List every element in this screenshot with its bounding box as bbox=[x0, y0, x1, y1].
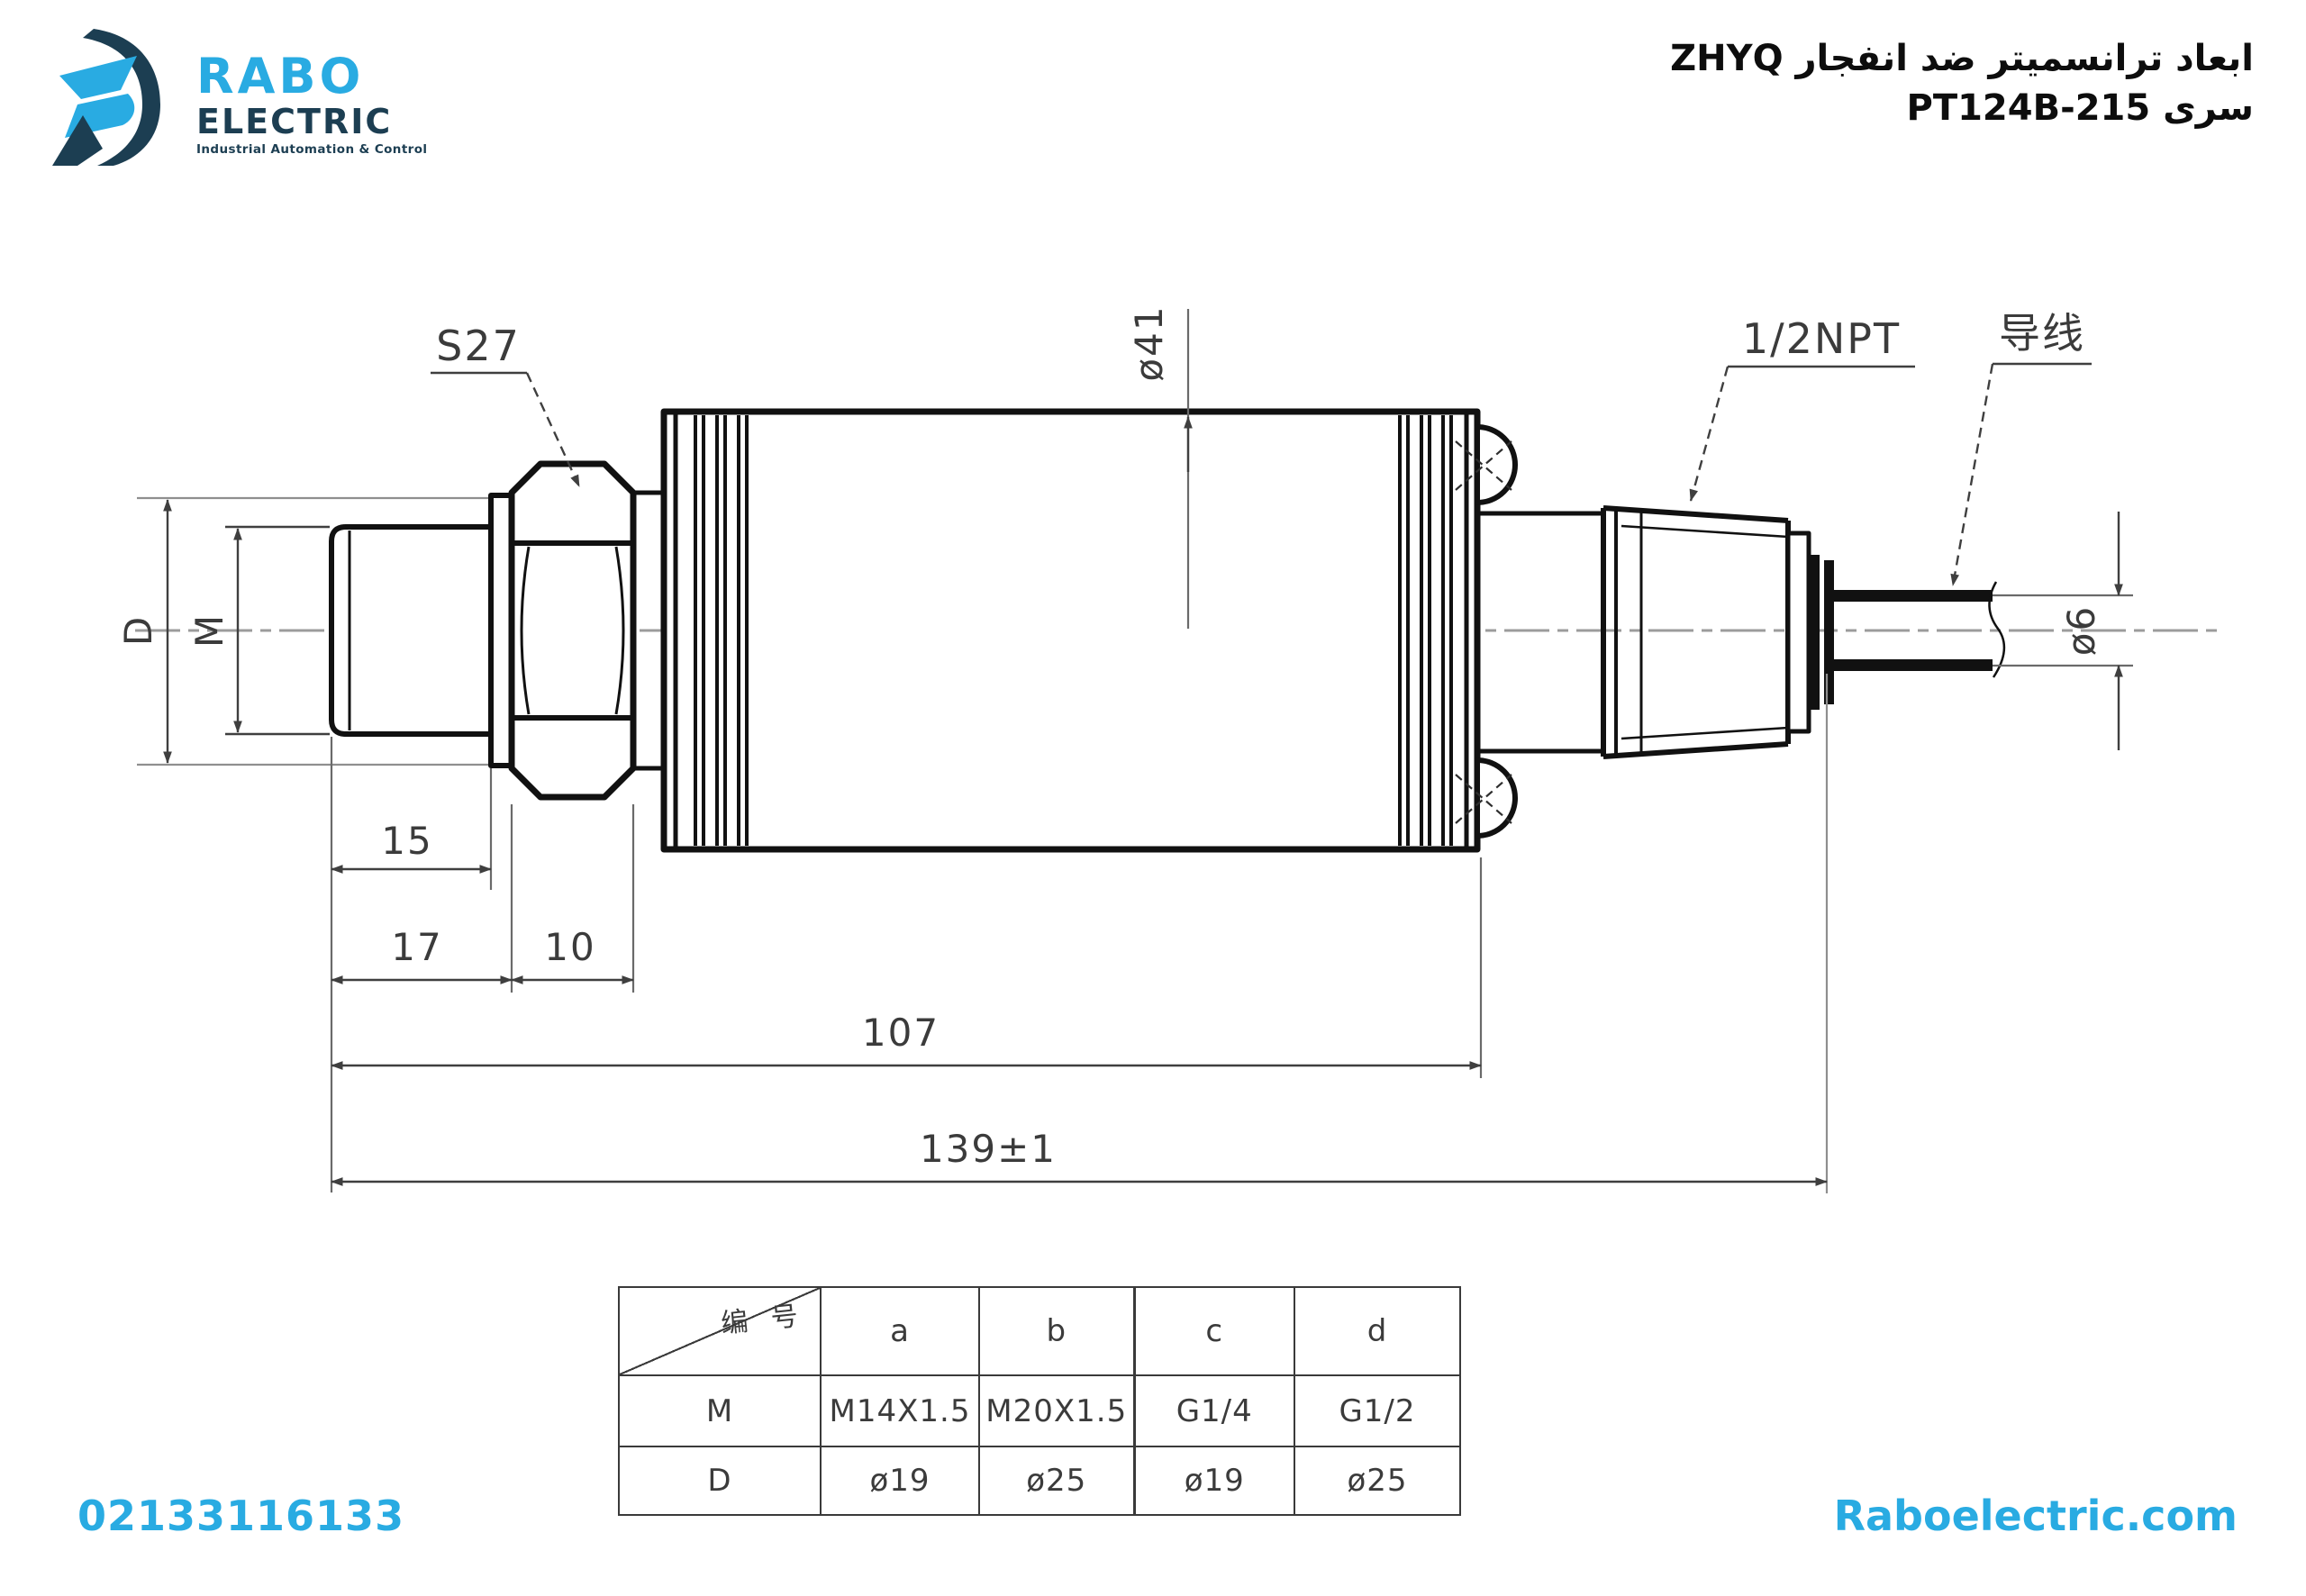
cell-m-c: G1/4 bbox=[1132, 1374, 1295, 1447]
spec-table: 编 号 a b c d M M14X1.5 M20X1.5 G1/4 G1/2 … bbox=[618, 1286, 1461, 1516]
row-label-m: M bbox=[618, 1374, 822, 1447]
table-col-c: c bbox=[1132, 1286, 1295, 1376]
cell-d-c: ø19 bbox=[1132, 1446, 1295, 1516]
cell-m-d: G1/2 bbox=[1294, 1374, 1461, 1447]
logo: RABO ELECTRIC Industrial Automation & Co… bbox=[47, 20, 427, 171]
process-thread-plug bbox=[329, 524, 494, 737]
dim-107: 107 bbox=[331, 1011, 1482, 1070]
dim-17: 17 bbox=[331, 925, 513, 984]
title-line-2: سری PT124B-215 bbox=[1906, 87, 2255, 130]
gland-ring bbox=[1824, 560, 1834, 704]
cap-screw-top bbox=[1455, 424, 1518, 505]
dim-139: 139±1 bbox=[331, 1127, 1828, 1186]
dim-10: 10 bbox=[511, 925, 634, 984]
gland-ring bbox=[1811, 555, 1820, 710]
main-cylinder bbox=[660, 408, 1481, 853]
dim-dia41: ø41 bbox=[1127, 304, 1193, 629]
cap-screw-bottom bbox=[1455, 757, 1518, 839]
callout-s27: S27 bbox=[431, 322, 581, 487]
cell-m-a: M14X1.5 bbox=[820, 1374, 980, 1447]
logo-text: RABO ELECTRIC Industrial Automation & Co… bbox=[196, 52, 427, 157]
dim-label-M: M bbox=[187, 613, 232, 648]
page-title: ابعاد ترانسمیتر ضد انفجار ZHYQ سری PT124… bbox=[1670, 34, 2254, 133]
dim-M: M bbox=[187, 525, 330, 736]
table-row-d: D ø19 ø25 ø19 ø25 bbox=[618, 1446, 1461, 1516]
gland-stub bbox=[1785, 530, 1811, 734]
dim-label-139: 139±1 bbox=[920, 1127, 1057, 1171]
callout-label-wire: 导线 bbox=[1999, 309, 2085, 358]
row-label-d: D bbox=[618, 1446, 822, 1516]
logo-tagline: Industrial Automation & Control bbox=[196, 142, 428, 157]
cylinder-grooves bbox=[673, 413, 1469, 848]
table-col-a: a bbox=[820, 1286, 980, 1376]
callout-label-npt: 1/2NPT bbox=[1742, 314, 1901, 363]
logo-brand: RABO bbox=[196, 48, 365, 104]
cable bbox=[1834, 581, 2133, 678]
callout-npt: 1/2NPT bbox=[1689, 314, 1915, 502]
phone-number: 02133116133 bbox=[77, 1492, 405, 1540]
dim-dia6: ø6 bbox=[2059, 512, 2123, 750]
logo-mark-icon bbox=[52, 29, 160, 166]
cell-m-b: M20X1.5 bbox=[978, 1374, 1135, 1447]
cable-break-line bbox=[1988, 581, 2006, 678]
cell-d-a: ø19 bbox=[820, 1446, 980, 1516]
hex-nut bbox=[508, 460, 637, 801]
website-link[interactable]: Raboelectric.com bbox=[1833, 1492, 2238, 1540]
cell-d-b: ø25 bbox=[978, 1446, 1135, 1516]
npt-cone bbox=[1601, 505, 1791, 759]
table-row-m: M M14X1.5 M20X1.5 G1/4 G1/2 bbox=[618, 1374, 1461, 1447]
dim-label-dia41: ø41 bbox=[1127, 304, 1171, 381]
dim-label-D: D bbox=[116, 615, 160, 646]
d-extension-lines bbox=[137, 496, 501, 766]
dim-D: D bbox=[116, 499, 172, 764]
callout-wire: 导线 bbox=[1950, 309, 2092, 586]
table-corner-label: 编 号 bbox=[720, 1300, 807, 1340]
dim-label-107: 107 bbox=[862, 1011, 940, 1055]
dim-label-dia6: ø6 bbox=[2059, 605, 2103, 656]
dim-label-17: 17 bbox=[391, 925, 442, 969]
callout-label-s27: S27 bbox=[436, 322, 521, 370]
table-corner-cell: 编 号 bbox=[618, 1286, 822, 1376]
table-col-d: d bbox=[1294, 1286, 1461, 1376]
table-header-row: 编 号 a b c d bbox=[618, 1286, 1461, 1376]
title-line-1: ابعاد ترانسمیتر ضد انفجار ZHYQ bbox=[1670, 38, 2254, 79]
table-col-b: b bbox=[978, 1286, 1135, 1376]
dim-15: 15 bbox=[331, 819, 492, 874]
logo-brand-second: ELECTRIC bbox=[196, 102, 393, 141]
dim-label-10: 10 bbox=[544, 925, 595, 969]
dim-label-15: 15 bbox=[381, 819, 432, 863]
transmitter-outline bbox=[329, 408, 2133, 853]
cell-d-d: ø25 bbox=[1294, 1446, 1461, 1516]
extension-lines bbox=[330, 674, 1829, 1193]
